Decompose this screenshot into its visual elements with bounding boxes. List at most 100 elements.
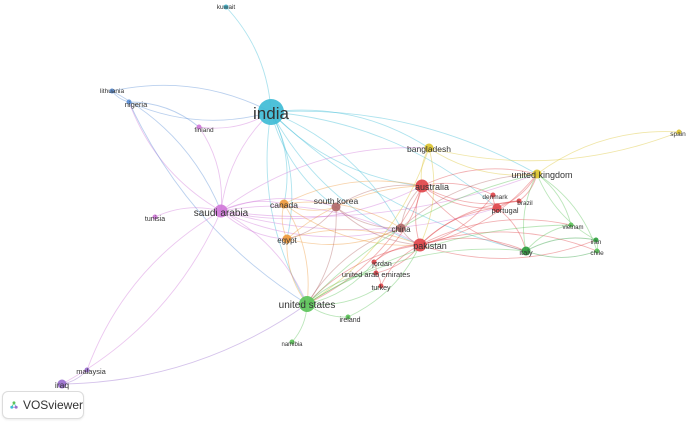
- label-portugal[interactable]: portugal: [491, 206, 518, 215]
- node-spain[interactable]: [676, 129, 682, 135]
- label-iraq[interactable]: iraq: [55, 380, 69, 390]
- link-india-bangladesh: [270, 109, 430, 149]
- link-united-kingdom-chile: [536, 173, 598, 252]
- label-united-kingdom[interactable]: united kingdom: [511, 170, 572, 180]
- label-united-states[interactable]: united states: [279, 300, 336, 311]
- node-canada[interactable]: [279, 199, 289, 209]
- node-italy[interactable]: [521, 246, 531, 256]
- label-turkey[interactable]: turkey: [371, 285, 391, 292]
- link-pakistan-chile: [419, 231, 598, 252]
- label-saudi-arabia[interactable]: saudi arabia: [194, 208, 249, 219]
- label-malaysia[interactable]: malaysia: [76, 367, 106, 376]
- node-jordan[interactable]: [371, 259, 377, 265]
- node-bangladesh[interactable]: [424, 143, 434, 153]
- label-bangladesh[interactable]: bangladesh: [407, 144, 451, 154]
- label-tunisia[interactable]: tunisia: [145, 216, 165, 223]
- label-brazil[interactable]: brazil: [517, 200, 533, 207]
- link-india-china: [270, 111, 402, 229]
- node-nigeria[interactable]: [126, 99, 132, 105]
- links-layer: [61, 6, 680, 385]
- label-denmark[interactable]: denmark: [482, 194, 508, 201]
- link-india-nigeria: [128, 101, 272, 121]
- label-italy[interactable]: italy: [519, 248, 533, 257]
- label-ireland[interactable]: ireland: [339, 317, 360, 324]
- label-lithuania[interactable]: lithuania: [100, 88, 125, 95]
- node-malaysia[interactable]: [84, 367, 90, 373]
- node-iraq[interactable]: [57, 379, 67, 389]
- link-united-kingdom-united-states: [306, 173, 538, 305]
- label-chile[interactable]: chile: [590, 250, 604, 257]
- node-brazil[interactable]: [516, 198, 522, 204]
- node-china[interactable]: [396, 223, 406, 233]
- label-jordan[interactable]: jordan: [371, 261, 392, 268]
- link-india-lithuania: [111, 84, 272, 113]
- label-spain[interactable]: spain: [670, 131, 686, 138]
- label-australia[interactable]: australia: [415, 182, 449, 192]
- node-uae[interactable]: [373, 270, 379, 276]
- link-australia-united-kingdom: [421, 168, 538, 187]
- link-india-italy: [270, 111, 527, 252]
- link-south-korea-egypt: [286, 206, 337, 240]
- node-south-korea[interactable]: [331, 202, 341, 212]
- link-pakistan-iran: [419, 239, 597, 259]
- link-pakistan-united-kingdom: [419, 173, 538, 246]
- node-united-states[interactable]: [299, 296, 315, 312]
- node-portugal[interactable]: [492, 203, 502, 213]
- link-canada-south-korea: [283, 203, 337, 211]
- link-bangladesh-united-states: [306, 147, 430, 305]
- label-egypt[interactable]: egypt: [277, 236, 297, 245]
- link-pakistan-brazil: [419, 200, 520, 246]
- label-kuwait[interactable]: kuwait: [217, 4, 236, 11]
- label-canada[interactable]: canada: [270, 200, 298, 210]
- label-china[interactable]: china: [391, 225, 411, 234]
- link-saudi-arabia-south-korea: [220, 198, 337, 212]
- link-canada-pakistan: [283, 203, 421, 246]
- node-denmark[interactable]: [490, 192, 496, 198]
- node-pakistan[interactable]: [413, 238, 427, 252]
- node-finland[interactable]: [196, 124, 202, 130]
- node-iran[interactable]: [593, 237, 599, 243]
- node-australia[interactable]: [415, 179, 429, 193]
- link-united-kingdom-spain: [536, 131, 680, 175]
- label-namibia[interactable]: namibia: [281, 342, 303, 348]
- label-finland[interactable]: finland: [194, 127, 214, 134]
- label-iran[interactable]: iran: [591, 239, 602, 246]
- link-india-australia: [270, 111, 423, 187]
- label-pakistan[interactable]: pakistan: [413, 241, 447, 251]
- node-vietnam[interactable]: [568, 222, 574, 228]
- vosviewer-logo-text: VOSviewer: [22, 398, 83, 412]
- link-egypt-china: [286, 227, 402, 245]
- label-south-korea[interactable]: south korea: [314, 196, 359, 206]
- label-india[interactable]: india: [253, 104, 289, 123]
- nodes-layer: [57, 4, 682, 389]
- link-bangladesh-united-kingdom: [428, 147, 538, 176]
- node-egypt[interactable]: [282, 234, 292, 244]
- node-india[interactable]: [258, 99, 284, 125]
- node-turkey[interactable]: [378, 283, 384, 289]
- link-iraq-united-states: [61, 303, 308, 385]
- node-united-kingdom[interactable]: [532, 169, 542, 179]
- node-saudi-arabia[interactable]: [214, 204, 228, 218]
- link-australia-italy: [421, 185, 527, 252]
- link-lithuania-saudi-arabia: [111, 90, 222, 212]
- link-saudi-arabia-australia: [220, 185, 423, 220]
- link-saudi-arabia-bangladesh: [220, 147, 430, 212]
- label-uae[interactable]: united arab emirates: [342, 270, 411, 279]
- node-ireland[interactable]: [345, 314, 351, 320]
- label-vietnam[interactable]: vietnam: [562, 225, 583, 231]
- node-chile[interactable]: [594, 248, 600, 254]
- link-australia-portugal: [421, 185, 498, 209]
- label-nigeria[interactable]: nigeria: [125, 100, 148, 109]
- vosviewer-logo-icon: [10, 401, 18, 409]
- link-india-egypt: [270, 111, 293, 240]
- node-lithuania[interactable]: [109, 88, 115, 94]
- link-saudi-arabia-iraq: [61, 210, 222, 385]
- node-kuwait[interactable]: [223, 4, 229, 10]
- link-australia-united-states: [306, 185, 423, 305]
- node-namibia[interactable]: [289, 339, 295, 345]
- node-tunisia[interactable]: [152, 214, 158, 220]
- link-saudi-arabia-egypt: [220, 210, 288, 240]
- link-united-states-jordan: [306, 261, 375, 305]
